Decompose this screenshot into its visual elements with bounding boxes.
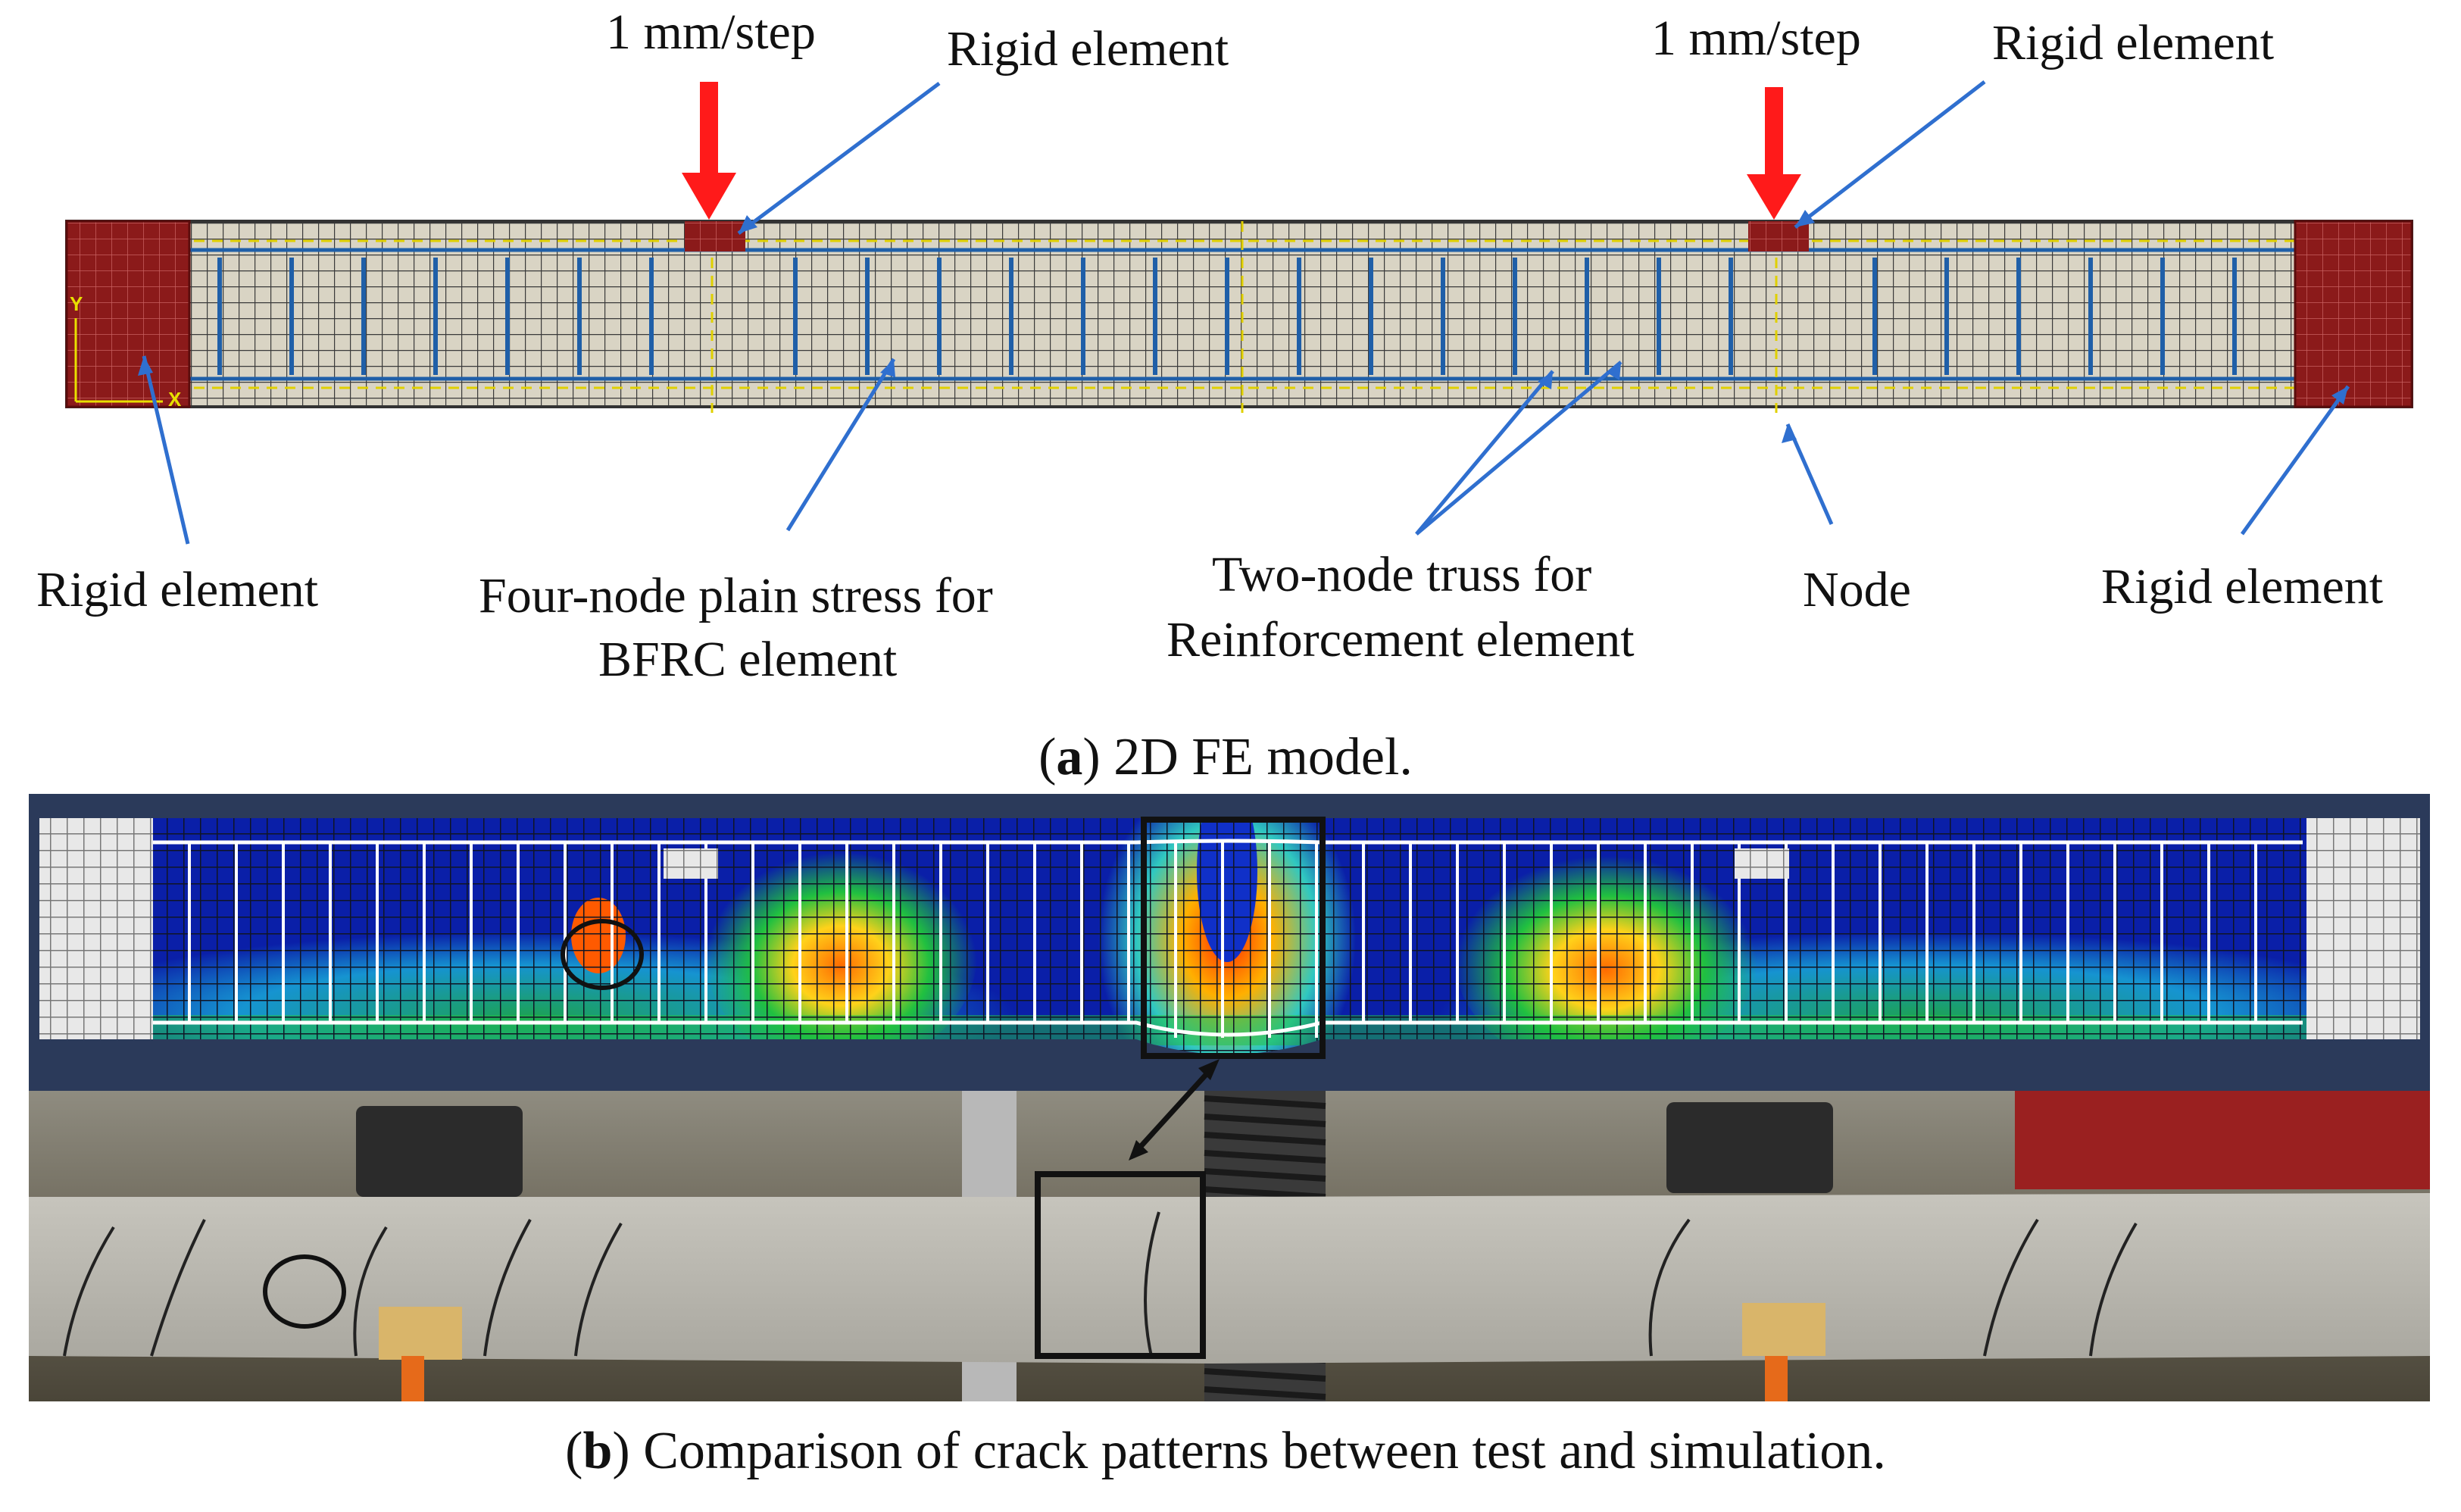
sim-rigid-left — [39, 818, 153, 1039]
label-rigid-bottom-right: Rigid element — [2101, 559, 2383, 614]
caption-b-text: Comparison of crack patterns between tes… — [643, 1422, 1886, 1480]
label-truss-line2: Reinforcement element — [1166, 612, 1635, 667]
fe-model-panel: Y X — [36, 5, 2413, 786]
axis-y-label: Y — [70, 292, 83, 315]
caption-b: (b) Comparison of crack patterns between… — [565, 1422, 1886, 1480]
label-node: Node — [1803, 562, 1911, 617]
photo-cracks — [63, 1211, 2138, 1357]
screw-thread — [1204, 1368, 1326, 1382]
caption-b-letter: b — [582, 1422, 612, 1480]
screw-thread — [1204, 1132, 1326, 1145]
simulation-rebar — [151, 839, 2303, 1037]
screw-thread — [1204, 1095, 1326, 1109]
label-step-left: 1 mm/step — [606, 5, 816, 60]
support-left — [379, 1307, 462, 1360]
caption-a: (a) 2D FE model. — [1038, 728, 1413, 786]
sim-crack-circle — [561, 919, 644, 990]
label-bfrc-line1: Four-node plain stress for — [479, 568, 993, 623]
leader-lines — [142, 80, 2350, 545]
label-rigid-top-right: Rigid element — [1992, 15, 2274, 70]
label-truss-line1: Two-node truss for — [1212, 547, 1591, 602]
simulation-stirrups — [188, 842, 2257, 1038]
test-beam — [29, 1193, 2430, 1364]
rigid-right-block — [2294, 220, 2413, 408]
screw-thread — [1204, 1386, 1326, 1400]
screw-thread — [1204, 1114, 1326, 1127]
support-right — [1742, 1303, 1825, 1356]
sim-rigid-load-left — [664, 848, 718, 879]
comparison-arrow-icon — [1129, 1059, 1220, 1161]
label-bfrc-line2: BFRC element — [598, 632, 897, 687]
screw-thread — [1204, 1150, 1326, 1164]
screw-thread — [1204, 1186, 1326, 1200]
load-arrow-left-icon — [682, 82, 736, 220]
yellow-guides — [67, 221, 2412, 413]
support-post-right — [1765, 1356, 1788, 1401]
load-head-right — [1666, 1102, 1833, 1193]
leader-arrowheads — [138, 210, 2348, 443]
crack-comparison-panel: (b) Comparison of crack patterns between… — [29, 794, 2430, 1480]
caption-a-text: 2D FE model. — [1113, 728, 1413, 786]
sim-rigid-right — [2306, 818, 2420, 1039]
load-arrow-right-icon — [1747, 87, 1801, 220]
rigid-left-block — [65, 220, 191, 408]
photo-highlight-box — [1035, 1171, 1206, 1359]
sim-rigid-load-right — [1735, 848, 1789, 879]
load-head-left — [356, 1106, 523, 1197]
stirrups — [217, 258, 2237, 375]
caption-a-letter: a — [1056, 728, 1082, 786]
rigid-load-left — [685, 221, 745, 251]
label-step-right: 1 mm/step — [1651, 11, 1861, 66]
sim-highlight-box — [1141, 817, 1326, 1059]
screw-thread — [1204, 1168, 1326, 1182]
support-post-left — [401, 1356, 424, 1401]
axis-x-label: X — [168, 388, 182, 411]
photo-crack-circle — [263, 1254, 346, 1329]
simulation-mesh — [39, 818, 2420, 1054]
axis-icon — [74, 318, 163, 403]
label-rigid-bottom-left: Rigid element — [36, 562, 318, 617]
lab-red-machine — [2015, 1091, 2430, 1189]
label-rigid-top-left: Rigid element — [947, 21, 1229, 77]
